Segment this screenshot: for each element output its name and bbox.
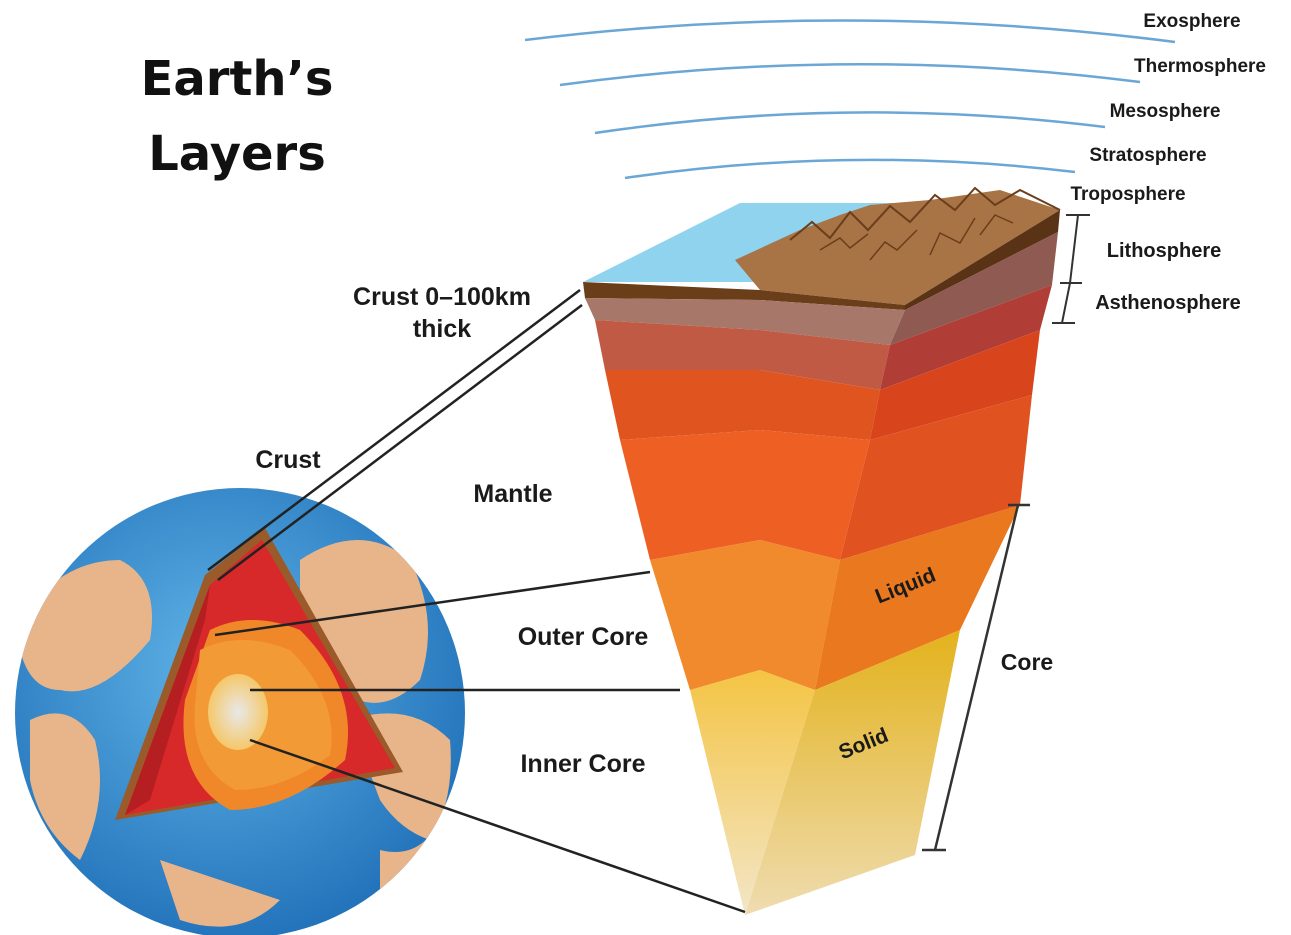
stratosphere-label: Stratosphere <box>1089 145 1206 166</box>
front-crust <box>583 282 905 310</box>
mesosphere-label: Mesosphere <box>1110 101 1221 122</box>
side-inner-core <box>745 630 960 915</box>
troposphere-label: Troposphere <box>1070 184 1185 205</box>
side-asthenosphere <box>880 285 1052 390</box>
wedge-top-land <box>735 190 1060 305</box>
core-label: Core <box>1001 649 1053 675</box>
outer-core-label: Outer Core <box>518 623 649 651</box>
front-mantle <box>620 430 870 560</box>
mantle-label: Mantle <box>473 480 552 508</box>
core-bracket <box>922 503 1030 852</box>
front-outer-core <box>650 540 840 690</box>
asthenosphere-label: Asthenosphere <box>1095 292 1241 314</box>
front-upper-mantle <box>605 370 880 440</box>
thermosphere-label: Thermosphere <box>1134 56 1266 77</box>
inner-core-label: Inner Core <box>520 750 645 778</box>
front-asthenosphere <box>595 320 890 390</box>
front-lithosphere <box>585 298 905 345</box>
title-line-2: Layers <box>148 126 326 182</box>
side-lithosphere <box>890 232 1058 345</box>
cross-section-wedge <box>583 186 1061 915</box>
lithosphere-bracket <box>1052 214 1090 324</box>
crust-label: Crust <box>255 446 321 474</box>
side-crust <box>905 210 1060 310</box>
exosphere-arc <box>524 19 1176 44</box>
atmosphere-arcs <box>524 19 1176 180</box>
mountain-ridges <box>789 186 1061 241</box>
crust-callout-line-1: Crust 0–100km <box>353 283 531 311</box>
crust-callout-line-2: thick <box>413 315 471 343</box>
globe-cutaway-mantle-face <box>125 585 210 815</box>
thermosphere-arc <box>559 62 1141 87</box>
mountain-cracks <box>819 214 1014 261</box>
globe <box>15 488 465 935</box>
lithosphere-label: Lithosphere <box>1107 240 1221 262</box>
title-line-1: Earth’s <box>141 51 334 107</box>
side-upper-mantle <box>870 330 1040 440</box>
mesosphere-arc <box>594 111 1106 135</box>
stratosphere-arc <box>624 158 1076 180</box>
connector-lines <box>207 289 746 914</box>
exosphere-label: Exosphere <box>1143 11 1240 32</box>
globe-inner-core <box>208 674 268 750</box>
front-inner-core <box>690 670 815 915</box>
title: Earth’s Layers <box>141 51 334 182</box>
side-mantle <box>840 395 1032 560</box>
side-outer-core <box>815 505 1020 690</box>
atmosphere-labels: Exosphere Thermosphere Mesosphere Strato… <box>1070 11 1266 205</box>
